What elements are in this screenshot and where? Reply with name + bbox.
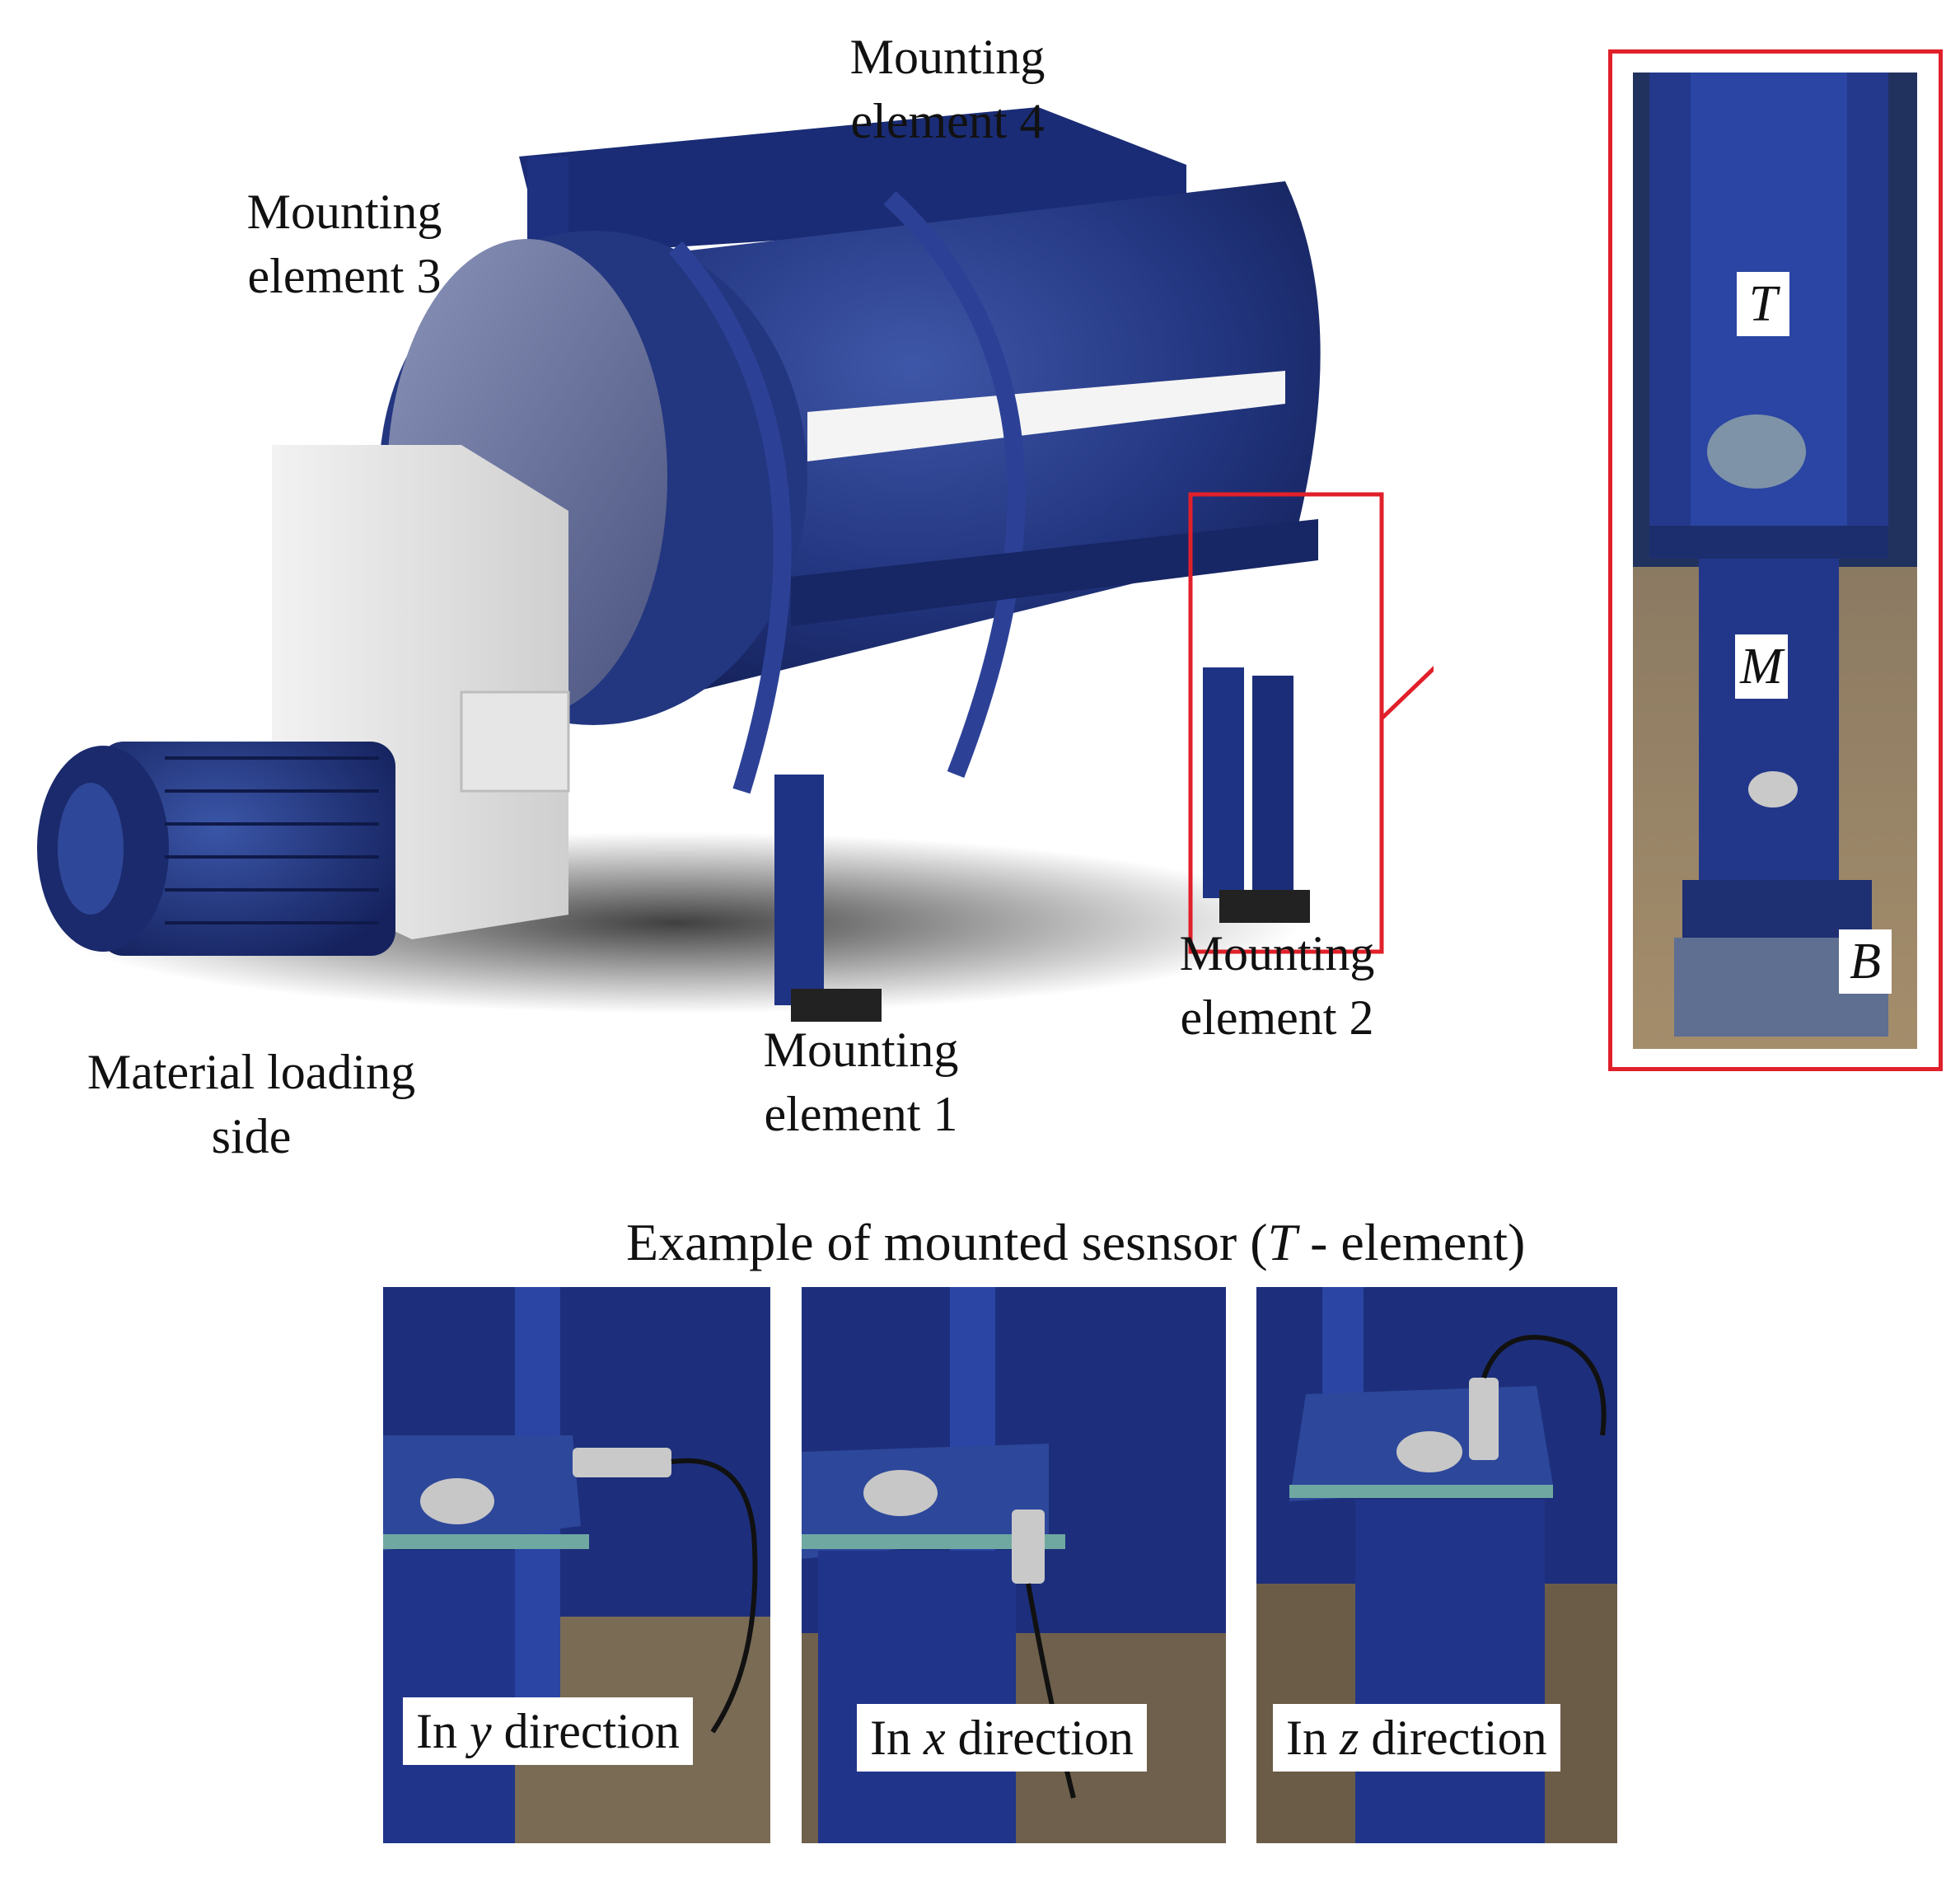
mixer-machine-render: [37, 107, 1434, 1022]
sensor-label-x: In x direction: [857, 1704, 1147, 1772]
mounting-detail-photo: [1633, 73, 1917, 1049]
sensor-label-y: In y direction: [403, 1697, 693, 1765]
detail-label-bottom: B: [1839, 929, 1892, 994]
sensor-label-z: In z direction: [1273, 1704, 1560, 1772]
detail-frame: [1608, 49, 1943, 1071]
detail-label-middle: M: [1735, 634, 1788, 699]
detail-label-top: T: [1737, 272, 1789, 336]
sensor-examples-caption: Example of mounted sesnsor (T - element): [626, 1213, 1526, 1271]
